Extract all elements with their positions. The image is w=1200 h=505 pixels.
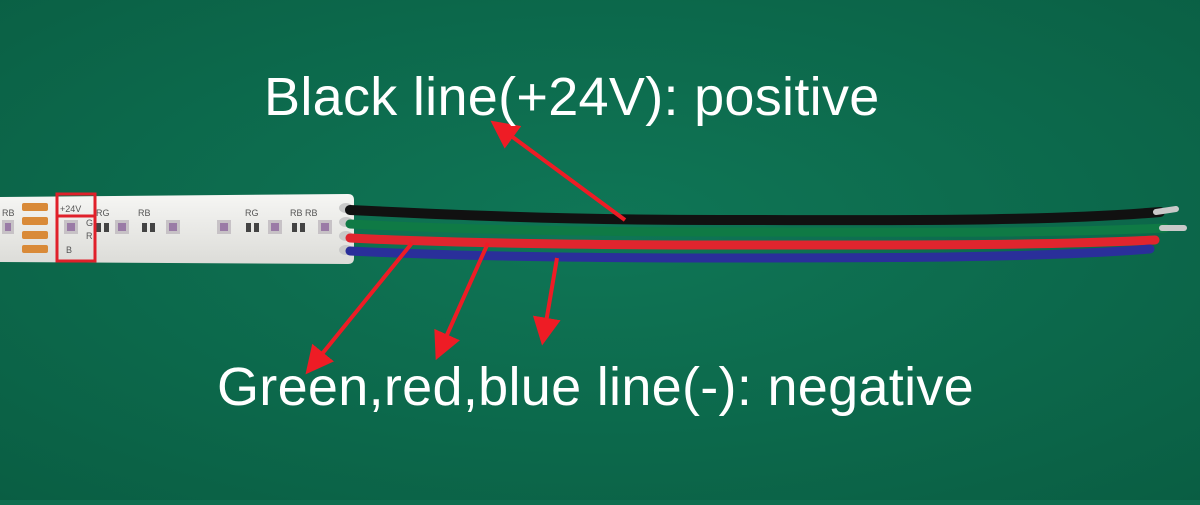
rg-marking: RG (96, 208, 110, 218)
rb-marking: RB (2, 208, 15, 218)
blue-wire (345, 244, 1155, 263)
pin-r-marking: R (86, 231, 93, 241)
pins-highlight-box (55, 214, 97, 263)
led-strip: +24V G R B RB RB RB RB RG RG (0, 192, 354, 264)
copper-pad (22, 217, 48, 225)
copper-pad (22, 245, 48, 253)
annotation-arrows (305, 120, 627, 375)
copper-pad (22, 231, 48, 239)
pin-b-marking: B (66, 245, 72, 255)
green-wire (345, 219, 1170, 237)
positive-caption: Black line(+24V): positive (264, 67, 880, 127)
led-chips (2, 220, 332, 234)
wire-bundle (345, 205, 1187, 263)
arrow-red-to-negative-caption (434, 242, 490, 361)
negative-caption: Green,red,blue line(-): negative (217, 357, 975, 417)
pin-g-marking: G (86, 218, 93, 228)
wire-tip (1153, 206, 1179, 215)
rg-marking: RG (245, 208, 259, 218)
black-wire (345, 205, 1165, 226)
arrow-to-positive-caption (490, 120, 627, 222)
rb-marking: RB (290, 208, 303, 218)
arrow-blue-to-negative-caption (532, 257, 561, 346)
copper-pad (22, 203, 48, 211)
rb-marking: RB (305, 208, 318, 218)
rb-marking: RB (138, 208, 151, 218)
arrow-green-to-negative-caption (305, 241, 414, 375)
resistors (96, 223, 305, 232)
red-wire (345, 233, 1160, 250)
voltage-marking: +24V (60, 204, 81, 214)
